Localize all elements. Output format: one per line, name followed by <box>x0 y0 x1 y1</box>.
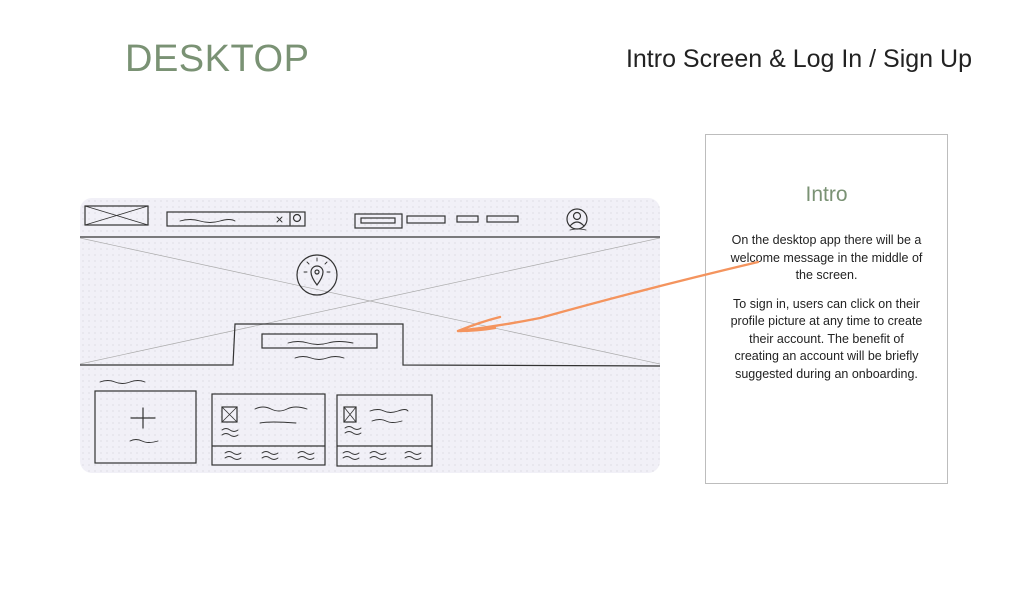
add-card-sketch <box>94 390 197 464</box>
annotation-paragraph: On the desktop app there will be a welco… <box>730 233 923 282</box>
logo-placeholder <box>84 205 149 226</box>
item-card-sketch <box>211 393 326 466</box>
page-subtitle: Intro Screen & Log In / Sign Up <box>625 45 972 73</box>
annotation-paragraph: To sign in, users can click on their pro… <box>730 296 923 381</box>
hero-welcome-panel <box>80 323 660 367</box>
page-title: DESKTOP <box>125 38 310 80</box>
wireframe-sketch <box>80 198 660 473</box>
search-bar-sketch <box>166 211 306 227</box>
profile-avatar-sketch <box>566 208 588 231</box>
location-bulb-icon <box>296 254 338 296</box>
item-card-sketch <box>336 394 433 467</box>
nav-buttons-sketch <box>354 213 519 229</box>
annotation-heading: Intro <box>805 183 848 206</box>
intro-annotation-card: Intro On the desktop app there will be a… <box>705 134 948 484</box>
search-icon <box>292 213 302 223</box>
